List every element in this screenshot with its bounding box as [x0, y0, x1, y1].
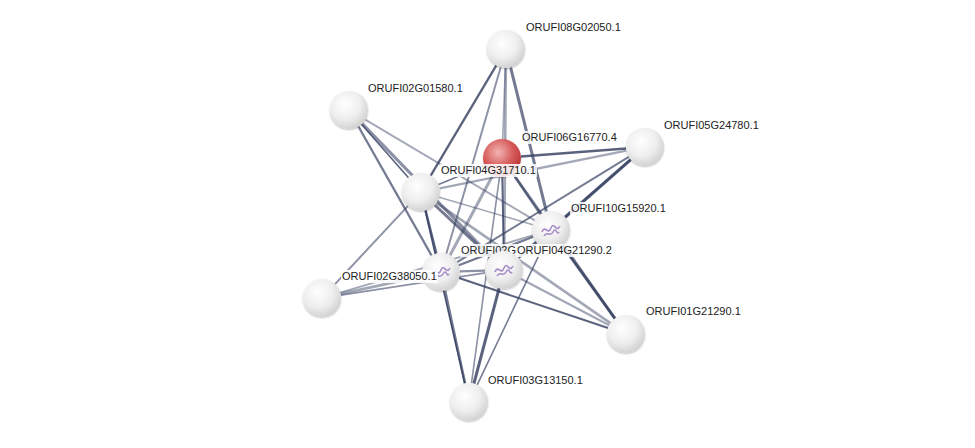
- interaction-edge: [362, 124, 491, 257]
- interaction-edge: [477, 247, 543, 385]
- interaction-edge: [340, 235, 533, 292]
- node-label: ORUFI02G01580.1: [367, 82, 464, 95]
- protein-node: ORUFI08G02050.1: [487, 30, 525, 68]
- interaction-edge: [474, 288, 499, 383]
- interaction-edge: [437, 203, 611, 323]
- interaction-edge: [445, 291, 465, 384]
- protein-node: ORUFI03G13150.1: [450, 383, 488, 421]
- protein-node: ORUFI05G24780.1: [626, 128, 664, 166]
- node-label: ORUFI02G38050.1: [341, 270, 438, 283]
- interaction-edge: [425, 211, 465, 384]
- node-label: ORUFI03G13150.1: [487, 374, 584, 387]
- structure-icon: [540, 220, 562, 240]
- protein-node: ORUFI02G38050.1: [303, 279, 341, 317]
- node-label: ORUFI01G21290.1: [645, 305, 742, 318]
- node-label: ORUFI04G21290.2: [516, 244, 613, 257]
- protein-node: ORUFI04G31710.1: [402, 173, 440, 211]
- interaction-edge: [460, 269, 485, 272]
- node-label: ORUFI06G16770.4: [521, 131, 618, 144]
- interaction-edge: [521, 279, 609, 325]
- node-label: ORUFI08G02050.1: [525, 21, 622, 34]
- protein-node: ORUFI04G21290.2: [485, 251, 523, 289]
- node-label: ORUFI10G15920.1: [570, 202, 667, 215]
- interaction-edge: [440, 151, 627, 189]
- node-label: ORUFI04G31710.1: [440, 164, 537, 177]
- interaction-edge: [513, 174, 615, 319]
- node-label: ORUFI05G24780.1: [663, 119, 760, 132]
- protein-node: ORUFI01G21290.1: [607, 315, 645, 353]
- interaction-edge: [502, 177, 503, 251]
- protein-node: ORUFI02G01580.1: [330, 91, 368, 129]
- interaction-edge: [521, 149, 626, 157]
- structure-icon: [493, 260, 515, 280]
